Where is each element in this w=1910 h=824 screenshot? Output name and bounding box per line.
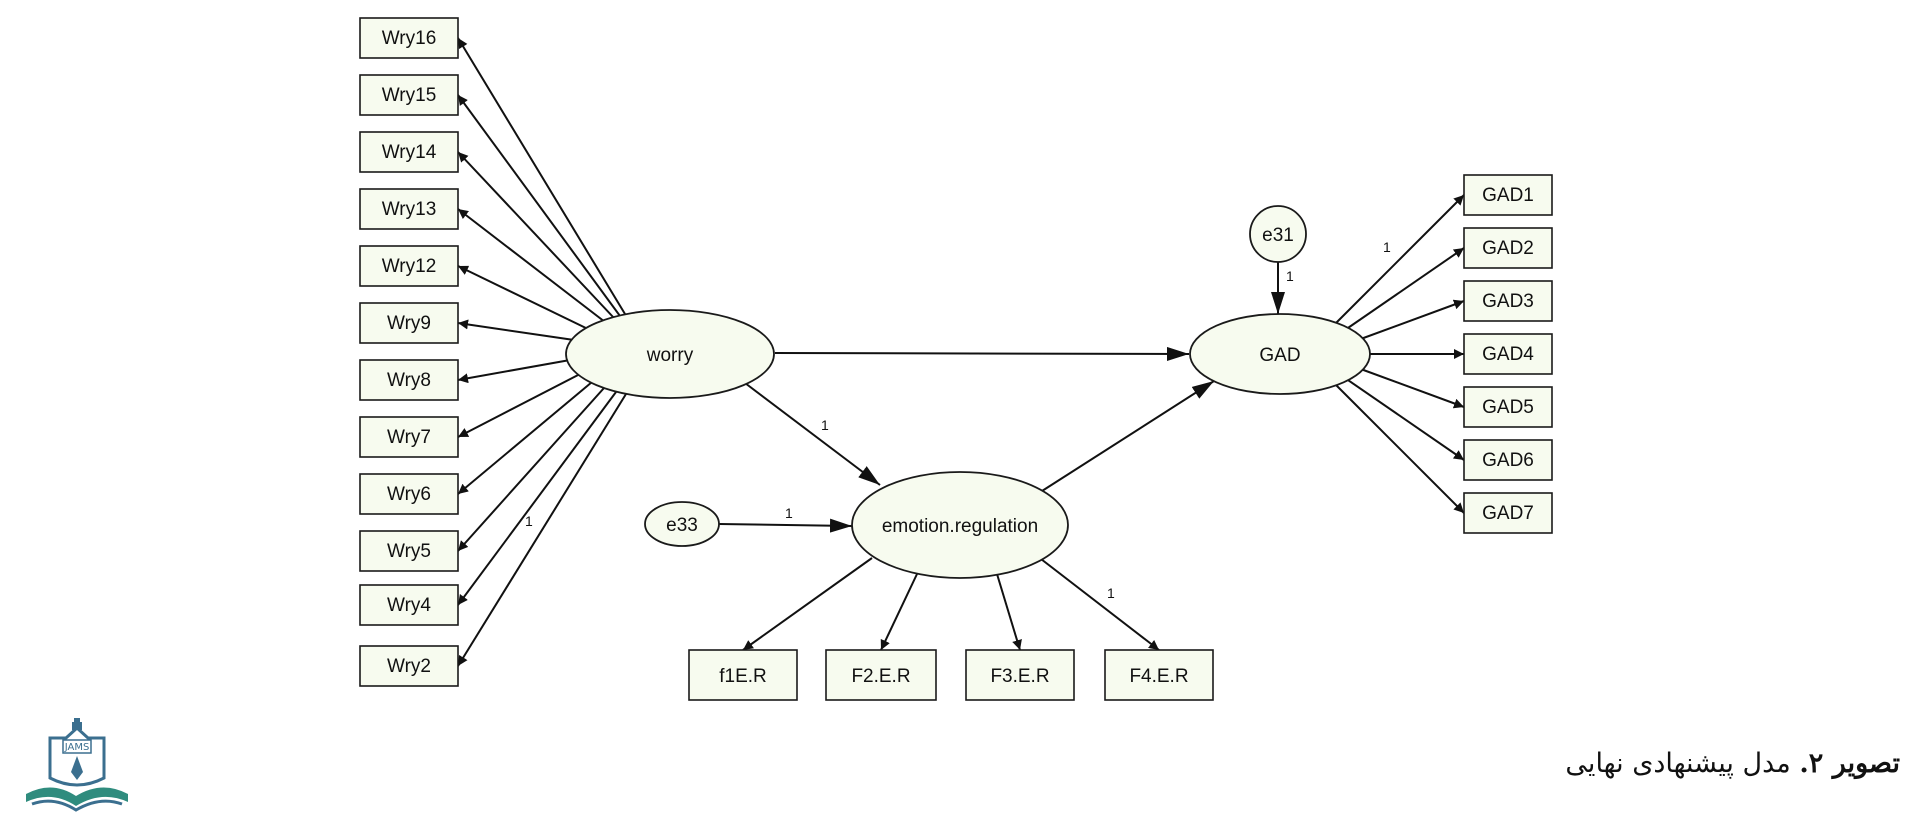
indicator-box: GAD6 [1463, 439, 1553, 481]
loading-arrow [457, 265, 591, 331]
indicator-label: Wry6 [387, 484, 431, 505]
indicator-box: F2.E.R [825, 649, 937, 701]
loading-arrow [1344, 377, 1465, 461]
indicator-box: Wry4 [359, 584, 459, 626]
figure-caption: تصویر ۲. مدل پیشنهادی نهایی [1565, 748, 1900, 779]
error-label: e31 [1262, 225, 1294, 246]
worry-indicators: Wry16 Wry15 Wry14 Wry13 Wry12 Wry9 Wry8 … [359, 17, 459, 687]
indicator-box: Wry16 [359, 17, 459, 59]
coef-wry4-loading: 1 [525, 513, 533, 529]
indicator-label: Wry2 [387, 656, 431, 677]
indicator-box: Wry7 [359, 416, 459, 458]
coef-worry-to-er: 1 [821, 417, 829, 433]
indicator-label: GAD5 [1482, 397, 1534, 418]
latent-worry: worry [565, 309, 775, 399]
indicator-label: Wry14 [382, 142, 437, 163]
indicator-label: Wry12 [382, 256, 437, 277]
coef-f4-loading: 1 [1107, 585, 1115, 601]
loading-arrow [457, 393, 627, 667]
loading-arrow [457, 208, 606, 323]
indicator-label: F4.E.R [1129, 666, 1188, 687]
error-e31: e31 [1249, 205, 1307, 263]
latent-emotion-regulation: emotion.regulation [851, 471, 1069, 579]
er-indicators: f1E.R F2.E.R F3.E.R F4.E.R [688, 649, 1214, 701]
latent-label: worry [646, 345, 694, 366]
loading-arrow [996, 573, 1022, 651]
indicator-box: f1E.R [688, 649, 798, 701]
latent-label: GAD [1259, 345, 1300, 366]
loading-arrow [457, 37, 626, 315]
loading-arrow [1344, 247, 1465, 331]
indicator-label: F2.E.R [851, 666, 910, 687]
loading-arrow [457, 94, 621, 317]
indicator-label: GAD3 [1482, 291, 1534, 312]
indicator-box: GAD5 [1463, 386, 1553, 428]
indicator-label: GAD4 [1482, 344, 1534, 365]
indicator-box: Wry14 [359, 131, 459, 173]
caption-text: مدل پیشنهادی نهایی [1565, 748, 1791, 779]
coef-gad1-loading: 1 [1383, 239, 1391, 255]
indicator-label: Wry5 [387, 541, 431, 562]
loading-arrow [457, 387, 605, 552]
loading-arrow [457, 391, 617, 606]
caption-label: تصویر ۲. [1799, 748, 1900, 779]
indicator-box: GAD4 [1463, 333, 1553, 375]
indicator-box: Wry8 [359, 359, 459, 401]
path-worry-to-gad [774, 346, 1190, 361]
loading-arrow [1334, 383, 1465, 514]
indicator-box: Wry6 [359, 473, 459, 515]
path-e33-to-er [718, 518, 853, 533]
latent-label: emotion.regulation [882, 516, 1038, 537]
indicator-label: Wry9 [387, 313, 431, 334]
indicator-box: GAD7 [1463, 492, 1553, 534]
indicator-label: Wry4 [387, 595, 431, 616]
path-worry-to-er [744, 382, 881, 486]
indicator-box: GAD1 [1463, 174, 1553, 216]
coef-e31-path: 1 [1286, 268, 1294, 284]
indicator-label: Wry16 [382, 28, 437, 49]
indicator-label: Wry7 [387, 427, 431, 448]
error-e33: e33 [644, 501, 720, 547]
path-er-to-gad [1041, 380, 1215, 492]
indicator-label: Wry15 [382, 85, 437, 106]
indicator-box: F3.E.R [965, 649, 1075, 701]
indicator-box: Wry2 [359, 645, 459, 687]
error-label: e33 [666, 515, 698, 536]
loading-arrow [742, 557, 873, 651]
loading-arrow [1334, 194, 1465, 325]
coef-e33-path: 1 [785, 505, 793, 521]
loading-arrow [457, 151, 615, 319]
loading-arrow [457, 373, 581, 438]
loading-arrow [457, 319, 575, 341]
jams-logo: JAMS [26, 718, 128, 812]
indicator-box: Wry13 [359, 188, 459, 230]
indicator-box: Wry15 [359, 74, 459, 116]
loading-arrow [457, 359, 571, 384]
indicator-label: Wry8 [387, 370, 431, 391]
indicator-box: Wry5 [359, 530, 459, 572]
loading-arrow [457, 381, 593, 495]
indicator-label: F3.E.R [990, 666, 1049, 687]
indicator-box: Wry9 [359, 302, 459, 344]
indicator-box: Wry12 [359, 245, 459, 287]
loading-arrow [880, 573, 918, 651]
indicator-label: GAD6 [1482, 450, 1534, 471]
indicator-label: Wry13 [382, 199, 437, 220]
gad-indicators: GAD1 GAD2 GAD3 GAD4 GAD5 GAD6 GAD7 [1463, 174, 1553, 534]
loading-arrow [1040, 558, 1160, 651]
logo-text: JAMS [64, 742, 90, 753]
indicator-box: F4.E.R [1104, 649, 1214, 701]
indicator-label: GAD7 [1482, 503, 1534, 524]
loading-arrow [1357, 367, 1465, 409]
indicator-label: GAD2 [1482, 238, 1534, 259]
path-arrows [457, 37, 1465, 667]
indicator-box: GAD2 [1463, 227, 1553, 269]
indicator-label: f1E.R [719, 666, 767, 687]
indicator-label: GAD1 [1482, 185, 1534, 206]
latent-gad: GAD [1189, 313, 1371, 395]
loading-arrow [1357, 299, 1465, 341]
indicator-box: GAD3 [1463, 280, 1553, 322]
